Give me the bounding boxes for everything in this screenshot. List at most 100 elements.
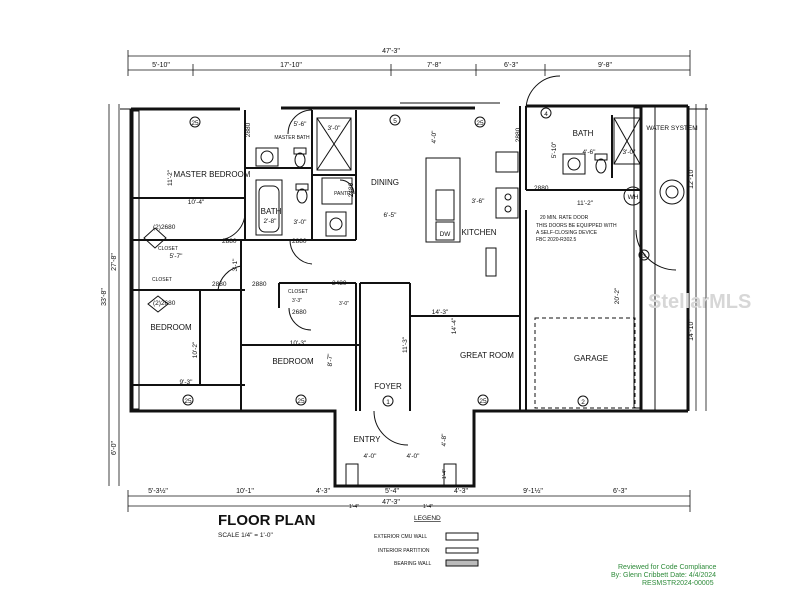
watermark-text: StellarMLS [648,291,751,313]
room-pantry: PANTRY [334,191,354,197]
room-wh: WH [628,194,639,201]
dimension-lines [108,50,708,512]
door-size: 2880 [222,238,237,245]
dim-interior: 10'-4" [188,199,205,206]
tag-25: 25 [479,398,487,405]
tag-2: 2 [581,399,585,406]
dim-interior: 3'-6" [472,198,486,205]
dim-interior: 4'-0" [407,453,421,460]
door-size: 2880 [292,238,307,245]
legend-item-exterior: EXTERIOR CMU WALL [374,534,427,540]
tag-25: 25 [476,120,484,127]
interior-walls [131,106,641,411]
dim-interior: 14'-3" [432,309,449,316]
dim-interior: 5'-7" [170,253,184,260]
tag-25: 25 [297,398,305,405]
door-size: 2880 [245,122,252,137]
dim-bottom: 9'-1½" [523,487,543,495]
dim-top: 5'-10" [152,62,170,69]
dim-interior: 3'-1" [232,258,239,272]
room-closet-1: CLOSET [158,246,178,252]
dim-interior: 10'-3" [290,340,307,347]
room-master-bath: MASTER BATH [274,135,310,141]
stamp-line: RESMSTR2024-00005 [642,580,714,587]
dim-interior: 6'-5" [384,212,398,219]
dimension-text: 47'-3" 5'-10" 17'-10" 7'-8" 6'-3" 9'-8" … [101,48,695,510]
fire-door-note: 20 MIN. RATE DOOR THIS DOORS BE EQUIPPED… [536,215,617,243]
door-size: (2)2680 [153,300,176,307]
dim-bottom-small: 1'-4" [423,504,433,510]
legend-swatch-exterior [445,532,479,541]
room-bath-2: BATH [573,129,594,138]
dim-interior: 3'-0" [623,149,637,156]
room-water-system: WATER SYSTEM [646,125,697,132]
stamp-line: By: Glenn Cribbett Date: 4/4/2024 [611,572,716,579]
dim-top-total: 47'-3" [382,48,400,55]
door-size: (2)2680 [153,224,176,231]
dim-bottom-total: 47'-3" [382,499,400,506]
exterior-walls [129,102,690,488]
dim-interior: 1'-4" [442,469,448,479]
dim-interior: 4'-0" [431,130,438,144]
room-kitchen: KITCHEN [461,228,496,237]
room-labels: MASTER BEDROOM MASTER BATH BATH PANTRY D… [150,125,697,444]
dim-top: 7'-8" [427,62,441,69]
note-line: THIS DOORS BE EQUIPPED WITH [536,223,617,229]
dim-left-total: 33'-8" [101,288,108,306]
room-entry: ENTRY [354,435,382,444]
dim-left: 27'-8" [111,253,118,271]
dim-top: 9'-8" [598,62,612,69]
door-swings [143,75,677,446]
room-dw: DW [440,231,452,238]
dim-right: 14'-10" [688,319,695,341]
stamp-line: Reviewed for Code Compliance [618,564,717,571]
dim-interior: 3'-0" [294,219,308,226]
dim-interior: 3'-3" [292,298,302,304]
dim-bottom: 5'-4" [385,488,399,495]
dim-interior: 20'-2" [614,287,621,304]
legend: LEGEND EXTERIOR CMU WALL INTERIOR PARTIT… [374,515,479,567]
dim-interior: 4'-0" [364,453,378,460]
tag-25: 25 [191,120,199,127]
dim-interior: 5'-6" [294,121,308,128]
room-closet-3: CLOSET [288,289,308,295]
door-size: 2880 [212,281,227,288]
plan-title: FLOOR PLAN [218,512,316,529]
note-line: FBC 2020-R302.5 [536,237,577,243]
dim-bottom-small: 1'-4" [349,504,359,510]
dim-interior: 4'-6" [583,149,597,156]
tag-5: 5 [393,118,397,125]
dim-right: 12'-10" [688,167,695,189]
dim-interior: 3'-0" [328,125,342,132]
note-line: A SELF-CLOSING DEVICE [536,230,598,236]
door-size: 2480 [332,280,347,287]
review-stamp: Reviewed for Code Compliance By: Glenn C… [611,564,717,587]
door-size: 2880 [252,281,267,288]
tag-3: 3 [642,253,646,260]
legend-item-interior: INTERIOR PARTITION [378,548,430,554]
room-bedroom-1: BEDROOM [150,323,192,332]
tags: 25 25 25 25 25 25 25 4 5 3 2 1 [182,107,650,407]
note-line: 20 MIN. RATE DOOR [540,215,589,221]
door-size: 2680 [292,309,307,316]
dim-bottom: 4'-3" [316,488,330,495]
door-size: 2880 [515,127,522,142]
room-bath: BATH [261,207,282,216]
dim-interior: 11'-2" [167,169,174,186]
door-size: 2480 [348,182,355,197]
dim-bottom: 4'-3" [454,488,468,495]
room-master-bedroom: MASTER BEDROOM [174,170,251,179]
dim-interior: 5'-10" [551,141,558,158]
dim-left: 6'-0" [111,441,118,455]
room-foyer: FOYER [374,382,402,391]
dim-interior: 4'-8" [441,433,448,447]
legend-item-bearing: BEARING WALL [394,561,432,567]
room-garage: GARAGE [574,354,608,363]
dim-interior: 3'-0" [339,301,349,307]
dim-interior: 14'-4" [451,317,458,334]
dim-top: 17'-10" [280,62,302,69]
dim-interior: 9'-3" [180,379,194,386]
dim-bottom: 5'-3½" [148,487,168,495]
dim-bottom: 10'-1" [236,488,254,495]
